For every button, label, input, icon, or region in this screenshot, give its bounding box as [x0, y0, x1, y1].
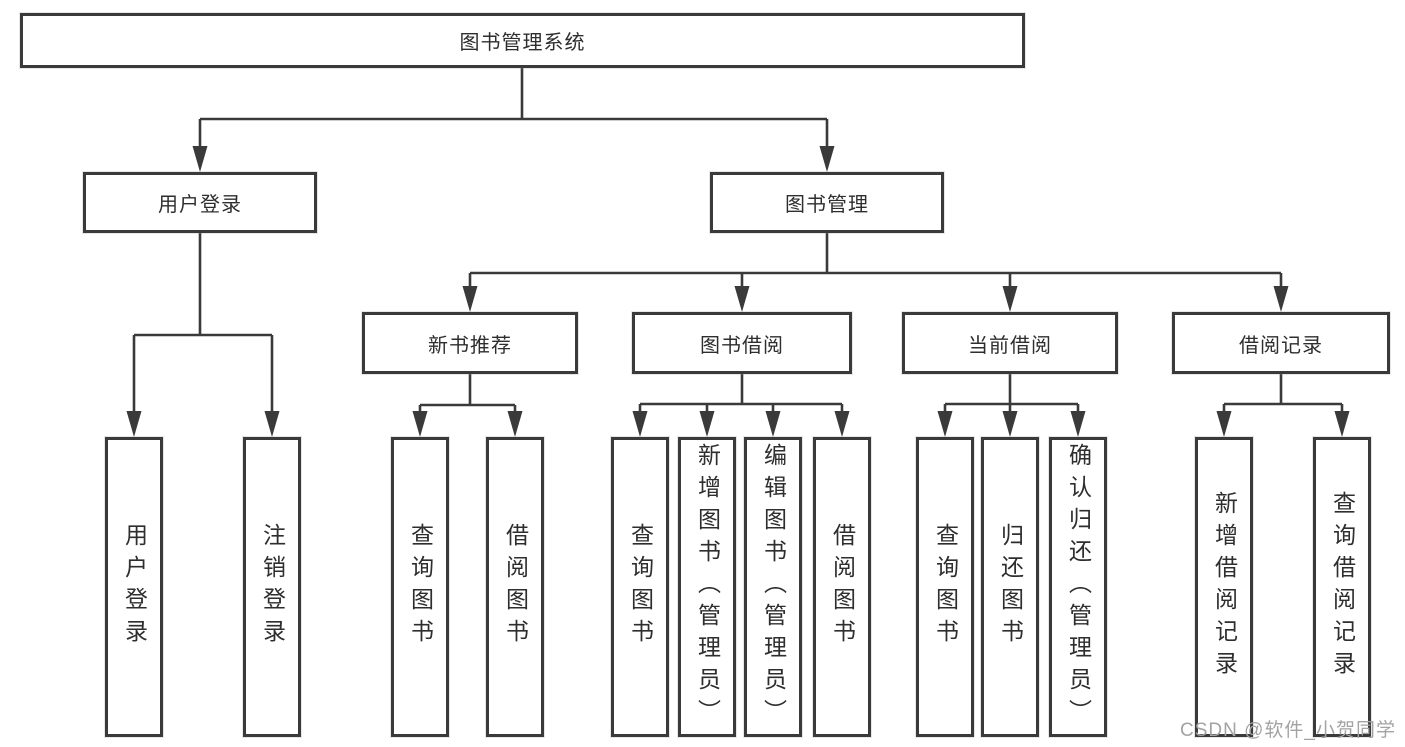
leaf-label: 确认归还（管理员） [1065, 443, 1092, 731]
leaf-label: 查询图书 [932, 523, 959, 651]
arrowhead-icons [126, 146, 1350, 437]
node-book-management: 图书管理 [710, 172, 944, 233]
leaf-borrow-books: 借阅图书 [813, 437, 871, 737]
node-label: 图书管理 [785, 194, 869, 216]
leaf-label: 借阅图书 [829, 523, 856, 651]
node-current-borrow: 当前借阅 [902, 312, 1118, 374]
node-label: 图书借阅 [700, 334, 784, 357]
leaf-return-books: 归还图书 [981, 437, 1039, 737]
leaf-add-borrow-record: 新增借阅记录 [1195, 437, 1253, 737]
node-borrow-records: 借阅记录 [1172, 312, 1390, 374]
leaf-label: 新增图书（管理员） [694, 443, 721, 731]
node-label: 借阅记录 [1239, 334, 1323, 357]
csdn-watermark: CSDN @软件_小贺同学 [1180, 720, 1396, 741]
leaf-label: 查询借阅记录 [1329, 491, 1356, 683]
leaf-query-books: 查询图书 [611, 437, 669, 737]
leaf-label: 查询图书 [407, 523, 434, 651]
leaf-label: 借阅图书 [502, 523, 529, 651]
node-book-borrow: 图书借阅 [632, 312, 852, 374]
leaf-label: 新增借阅记录 [1211, 491, 1238, 683]
leaf-label: 归还图书 [997, 523, 1024, 651]
leaf-label: 查询图书 [627, 523, 654, 651]
leaf-add-books-admin: 新增图书（管理员） [678, 437, 736, 737]
node-label: 图书管理系统 [459, 32, 586, 54]
leaf-query-books: 查询图书 [391, 437, 449, 737]
leaf-query-books: 查询图书 [916, 437, 974, 737]
node-root-library-system: 图书管理系统 [20, 13, 1025, 68]
leaf-query-borrow-record: 查询借阅记录 [1313, 437, 1371, 737]
node-label: 当前借阅 [968, 334, 1052, 357]
leaf-confirm-return-admin: 确认归还（管理员） [1049, 437, 1107, 737]
leaf-label: 用户登录 [121, 523, 148, 651]
leaf-label: 注销登录 [259, 523, 286, 651]
leaf-edit-books-admin: 编辑图书（管理员） [744, 437, 802, 737]
leaf-label: 编辑图书（管理员） [760, 443, 787, 731]
node-label: 用户登录 [158, 194, 242, 216]
node-new-book-recommend: 新书推荐 [362, 312, 578, 374]
node-label: 新书推荐 [428, 334, 512, 357]
leaf-logout: 注销登录 [243, 437, 301, 737]
node-user-login: 用户登录 [83, 172, 317, 233]
leaf-user-login: 用户登录 [105, 437, 163, 737]
leaf-borrow-books: 借阅图书 [486, 437, 544, 737]
